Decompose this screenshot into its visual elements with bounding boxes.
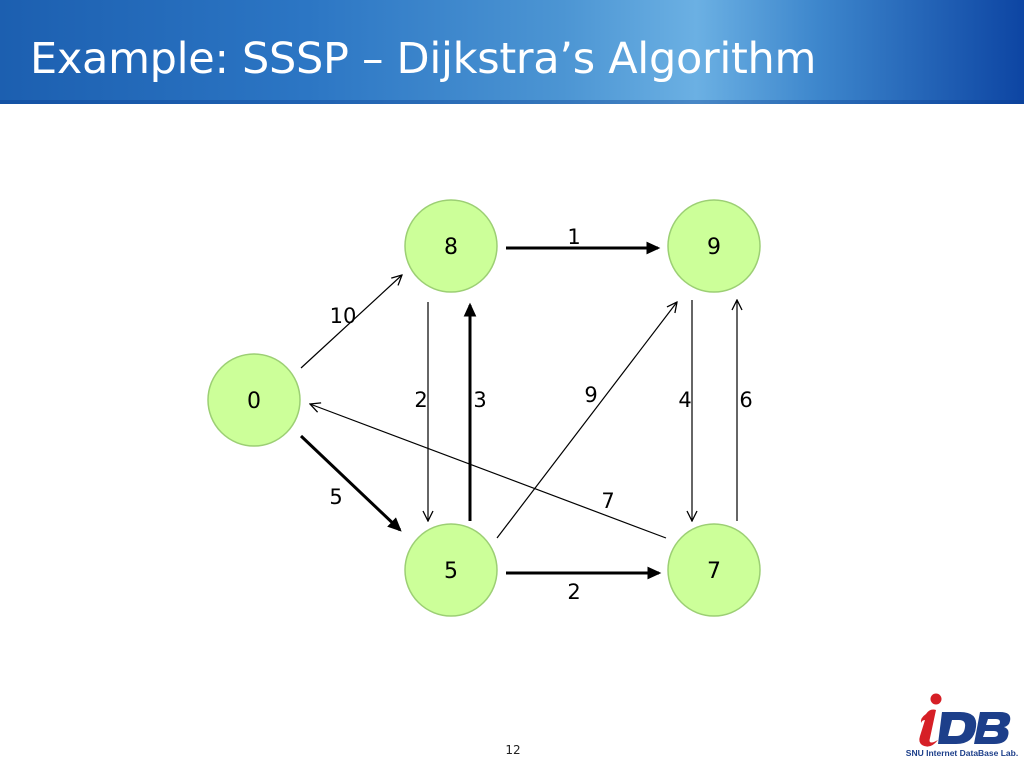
edge-weight-0-8: 10 [330, 304, 357, 328]
edge-7-0 [310, 404, 667, 539]
node-label: 0 [247, 389, 261, 414]
node-circle [404, 523, 498, 617]
edge-weight-8-9: 1 [567, 225, 580, 249]
edge-weight-0-5: 5 [329, 485, 342, 509]
title-bar: Example: SSSP – Dijkstra’s Algorithm [0, 0, 1024, 104]
node-label: 9 [707, 235, 721, 260]
logo-text: SNU Internet DataBase Lab. [905, 748, 1019, 758]
edge-0-8 [300, 275, 402, 369]
edge-weight-5-7: 2 [567, 580, 580, 604]
idb-logo-mark [919, 693, 1011, 747]
node-5: 5 [404, 523, 498, 617]
page-number: 12 [505, 743, 521, 757]
edge-5-9 [496, 302, 677, 539]
node-9: 9 [667, 199, 761, 293]
edge-weight-9-7: 4 [678, 388, 691, 412]
edge-weight-5-8: 3 [473, 388, 486, 412]
edge-weight-7-0: 7 [601, 489, 614, 513]
idb-logo: SNU Internet DataBase Lab. [904, 690, 1020, 764]
node-7: 7 [667, 523, 761, 617]
edge-0-5 [299, 434, 402, 532]
node-circle [207, 353, 301, 447]
node-8: 8 [404, 199, 498, 293]
edge-weight-8-5: 2 [414, 388, 427, 412]
node-0: 0 [207, 353, 301, 447]
node-circle [667, 199, 761, 293]
edge-weight-7-9: 6 [739, 388, 752, 412]
node-label: 8 [444, 235, 458, 260]
node-circle [667, 523, 761, 617]
slide-title: Example: SSSP – Dijkstra’s Algorithm [30, 34, 817, 84]
edge-weight-5-9: 9 [584, 383, 597, 407]
node-label: 5 [444, 559, 458, 584]
node-label: 7 [707, 559, 721, 584]
node-circle [404, 199, 498, 293]
